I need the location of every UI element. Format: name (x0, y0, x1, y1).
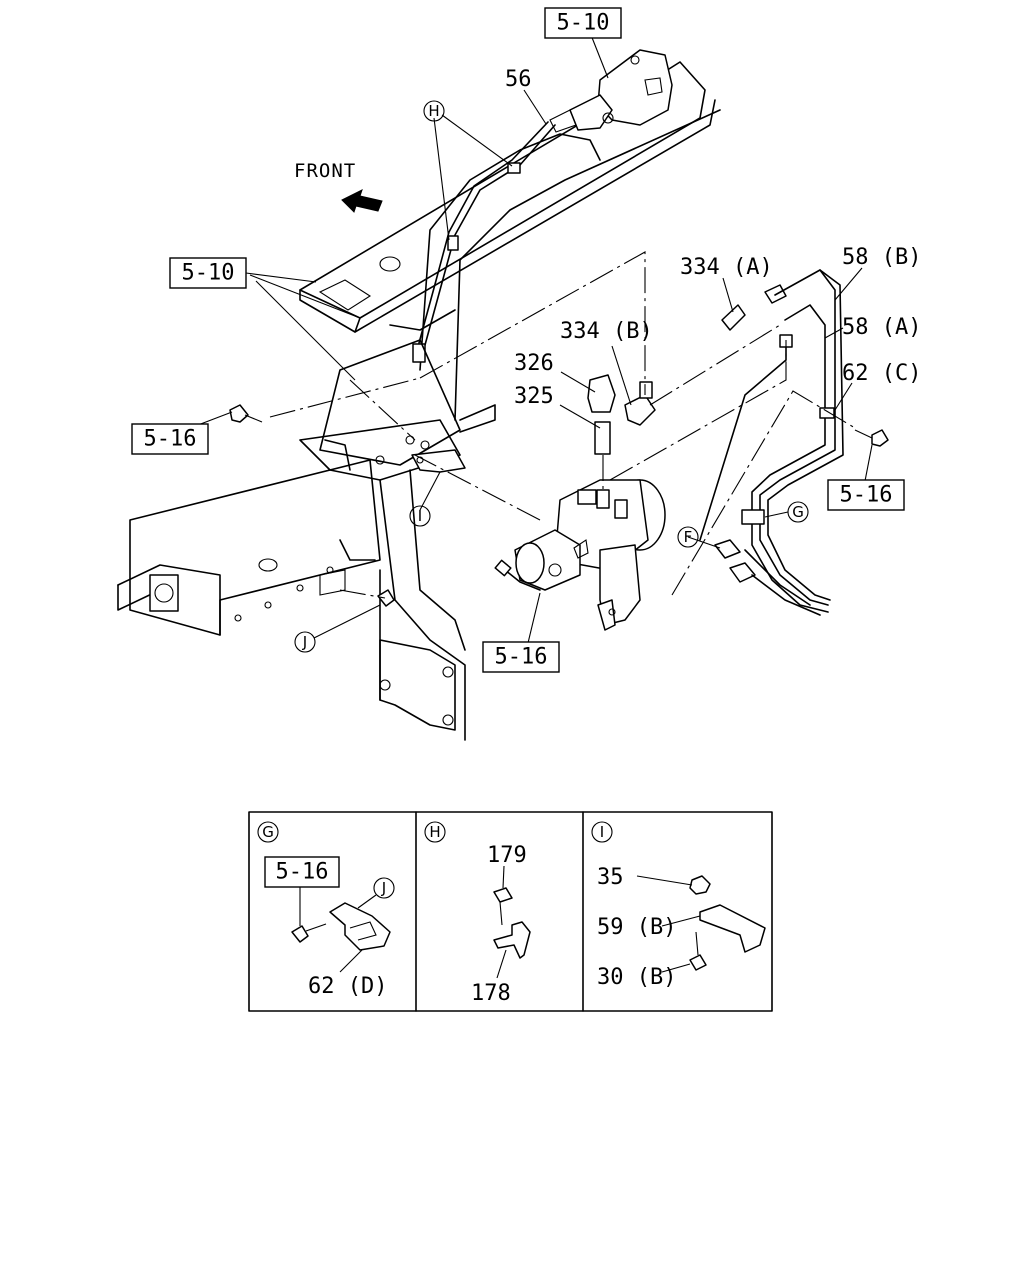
label-326: 326 (514, 351, 554, 376)
hose-56 (412, 121, 556, 363)
detail-panel-g: G 5-16 J 62 (D) (257, 821, 395, 999)
svg-text:5-16: 5-16 (144, 427, 197, 452)
detail-panel-i: I 35 59 (B) 30 (B) (591, 821, 766, 990)
ref-box-top: 5-10 (544, 7, 622, 39)
svg-text:G: G (262, 823, 274, 841)
label-334a: 334 (A) (680, 255, 773, 280)
svg-text:H: H (428, 102, 439, 120)
svg-text:H: H (429, 823, 440, 841)
brake-pipes (699, 269, 844, 616)
svg-text:J: J (381, 879, 386, 897)
svg-text:I: I (600, 823, 604, 841)
callout-j: J (294, 631, 316, 653)
svg-text:5-16: 5-16 (276, 860, 329, 885)
brake-valve (549, 49, 673, 133)
ref-box-left-frame: 5-10 (169, 257, 247, 289)
label-56: 56 (505, 67, 532, 92)
label-62c: 62 (C) (842, 361, 921, 386)
svg-text:G: G (792, 503, 804, 521)
front-label: FRONT (294, 160, 356, 182)
callout-h: H (423, 100, 445, 122)
ref-box-right-bolt: 5-16 (827, 479, 905, 511)
ref-box-left-bolt: 5-16 (131, 423, 209, 455)
front-indicator: FRONT (294, 160, 383, 213)
label-334b: 334 (B) (560, 319, 653, 344)
callout-g: G (787, 501, 809, 523)
label-30b: 30 (B) (597, 965, 676, 990)
svg-text:J: J (302, 633, 307, 651)
callouts: H I J F G (294, 100, 809, 653)
callout-f: F (677, 526, 699, 548)
svg-text:5-10: 5-10 (557, 11, 610, 36)
part-labels: 56 334 (A) 334 (B) 326 325 58 (B) 58 (A)… (505, 67, 921, 409)
detail-panel-h: H 179 178 (424, 821, 531, 1006)
label-178: 178 (471, 981, 511, 1006)
label-62d: 62 (D) (308, 974, 387, 999)
callout-i: I (409, 505, 431, 527)
svg-text:F: F (684, 528, 693, 546)
label-325: 325 (514, 384, 554, 409)
front-arrow-icon (341, 189, 383, 213)
detail-panels: G 5-16 J 62 (D) H 179 178 (248, 811, 773, 1012)
frame-rail-upper (299, 61, 721, 433)
svg-text:I: I (418, 507, 422, 525)
frame-main (117, 339, 461, 636)
fittings (587, 284, 787, 455)
label-59b: 59 (B) (597, 915, 676, 940)
svg-text:5-16: 5-16 (840, 483, 893, 508)
modulator-valve (494, 479, 666, 631)
bolts (229, 404, 889, 607)
label-35: 35 (597, 865, 624, 890)
label-179: 179 (487, 843, 527, 868)
leader-lines (197, 34, 873, 644)
ref-box-bottom-center: 5-16 (482, 641, 560, 673)
svg-text:5-10: 5-10 (182, 261, 235, 286)
svg-text:5-16: 5-16 (495, 645, 548, 670)
label-58a: 58 (A) (842, 315, 921, 340)
phantom-lines (269, 251, 856, 599)
crossmember (379, 469, 466, 741)
label-58b: 58 (B) (842, 245, 921, 270)
